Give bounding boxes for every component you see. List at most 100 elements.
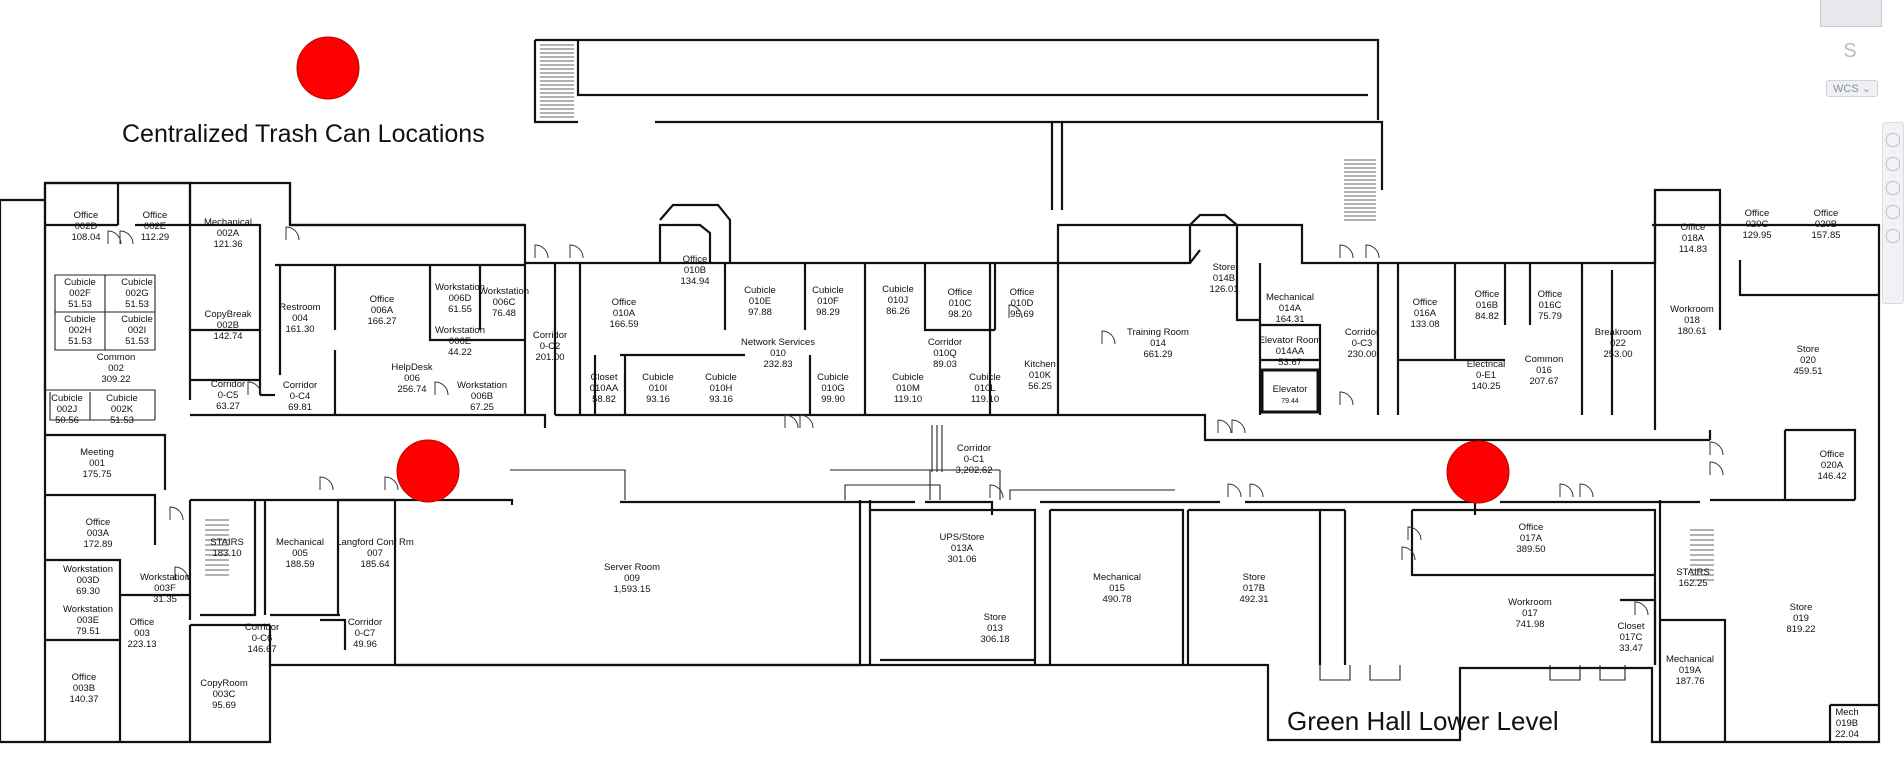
room-number: 006E bbox=[449, 336, 471, 347]
steering-wheel-icon[interactable] bbox=[1886, 229, 1900, 243]
room-number: 017B bbox=[1243, 583, 1265, 594]
room-name: Cubicle bbox=[817, 372, 849, 383]
room-name: Elevator bbox=[1273, 384, 1308, 395]
showmotion-icon[interactable] bbox=[1886, 205, 1900, 219]
room-number: 002D bbox=[75, 221, 98, 232]
stairs bbox=[205, 44, 1714, 581]
view-controls: S WCS ⌄ bbox=[1790, 0, 1904, 778]
room-number: 014B bbox=[1213, 273, 1235, 284]
door-swing bbox=[1217, 419, 1232, 434]
room-number: 0-C3 bbox=[1352, 338, 1373, 349]
room-name: Office bbox=[143, 210, 168, 221]
room-name: Office bbox=[1413, 297, 1438, 308]
room-name: Office bbox=[1681, 222, 1706, 233]
viewcube[interactable] bbox=[1820, 0, 1882, 27]
room-area: 67.25 bbox=[470, 402, 494, 413]
room-name: Cubicle bbox=[121, 314, 153, 325]
room-number: 001 bbox=[89, 458, 105, 469]
room-number: 003 bbox=[134, 628, 150, 639]
room-number: 003B bbox=[73, 683, 95, 694]
door-swing bbox=[1559, 483, 1574, 498]
room-name: Mechanical bbox=[1666, 654, 1714, 665]
door-swing bbox=[1008, 304, 1023, 319]
room-number: 019 bbox=[1793, 613, 1809, 624]
trash-marker[interactable] bbox=[396, 439, 460, 503]
room-area: 223.13 bbox=[127, 639, 156, 650]
room-number: 006B bbox=[471, 391, 493, 402]
pan-icon[interactable] bbox=[1886, 133, 1900, 147]
room-number: 006A bbox=[371, 305, 394, 316]
door-swing bbox=[1249, 483, 1264, 498]
room-number: 018 bbox=[1684, 315, 1700, 326]
zoom-icon[interactable] bbox=[1886, 157, 1900, 171]
door-swing bbox=[1709, 441, 1724, 456]
room-area: 51.53 bbox=[68, 336, 92, 347]
room-name: Office bbox=[370, 294, 395, 305]
room-number: 002B bbox=[217, 320, 239, 331]
door-swing bbox=[1634, 601, 1649, 616]
room-number: 003C bbox=[213, 689, 236, 700]
door-swing bbox=[534, 244, 549, 259]
room-name: Restroom bbox=[279, 302, 320, 313]
room-number: 005 bbox=[292, 548, 308, 559]
room-area: 459.51 bbox=[1793, 366, 1822, 377]
door-swing bbox=[107, 230, 122, 245]
room-number: 002K bbox=[111, 404, 134, 415]
orbit-icon[interactable] bbox=[1886, 181, 1900, 195]
room-area: 31.35 bbox=[153, 594, 177, 605]
wcs-dropdown[interactable]: WCS ⌄ bbox=[1826, 80, 1878, 97]
room-number: 0-C1 bbox=[964, 454, 985, 465]
door-swing bbox=[384, 476, 399, 491]
room-area: 53.67 bbox=[1278, 357, 1302, 368]
room-number: 010J bbox=[888, 295, 909, 306]
navigation-bar[interactable] bbox=[1882, 122, 1904, 304]
room-name: Mechanical bbox=[204, 217, 252, 228]
room-number: 014A bbox=[1279, 303, 1302, 314]
trash-marker[interactable] bbox=[1446, 440, 1510, 504]
room-name: Cubicle bbox=[969, 372, 1001, 383]
room-name: Cubicle bbox=[121, 277, 153, 288]
room-name: Cubicle bbox=[64, 314, 96, 325]
room-area: 492.31 bbox=[1239, 594, 1268, 605]
north-stair-walls bbox=[533, 38, 1384, 210]
room-area: 69.30 bbox=[76, 586, 100, 597]
room-number: 002G bbox=[125, 288, 148, 299]
room-name: Store bbox=[984, 612, 1007, 623]
room-number: 020B bbox=[1815, 219, 1837, 230]
room-area: 161.30 bbox=[285, 324, 314, 335]
room-area: 51.53 bbox=[68, 299, 92, 310]
room-area: 306.18 bbox=[980, 634, 1009, 645]
room-area: 140.37 bbox=[69, 694, 98, 705]
room-area: 97.88 bbox=[748, 307, 772, 318]
room-name: Office bbox=[130, 617, 155, 628]
room-number: 0-C5 bbox=[218, 390, 239, 401]
room-area: 93.16 bbox=[646, 394, 670, 405]
room-area: 207.67 bbox=[1529, 376, 1558, 387]
room-name: Common bbox=[97, 352, 136, 363]
room-name: Office bbox=[612, 297, 637, 308]
door-swing bbox=[1365, 244, 1380, 259]
door-swing bbox=[1227, 483, 1242, 498]
room-name: HelpDesk bbox=[391, 362, 432, 373]
room-name: Office bbox=[683, 254, 708, 265]
room-name: Workstation bbox=[435, 282, 485, 293]
